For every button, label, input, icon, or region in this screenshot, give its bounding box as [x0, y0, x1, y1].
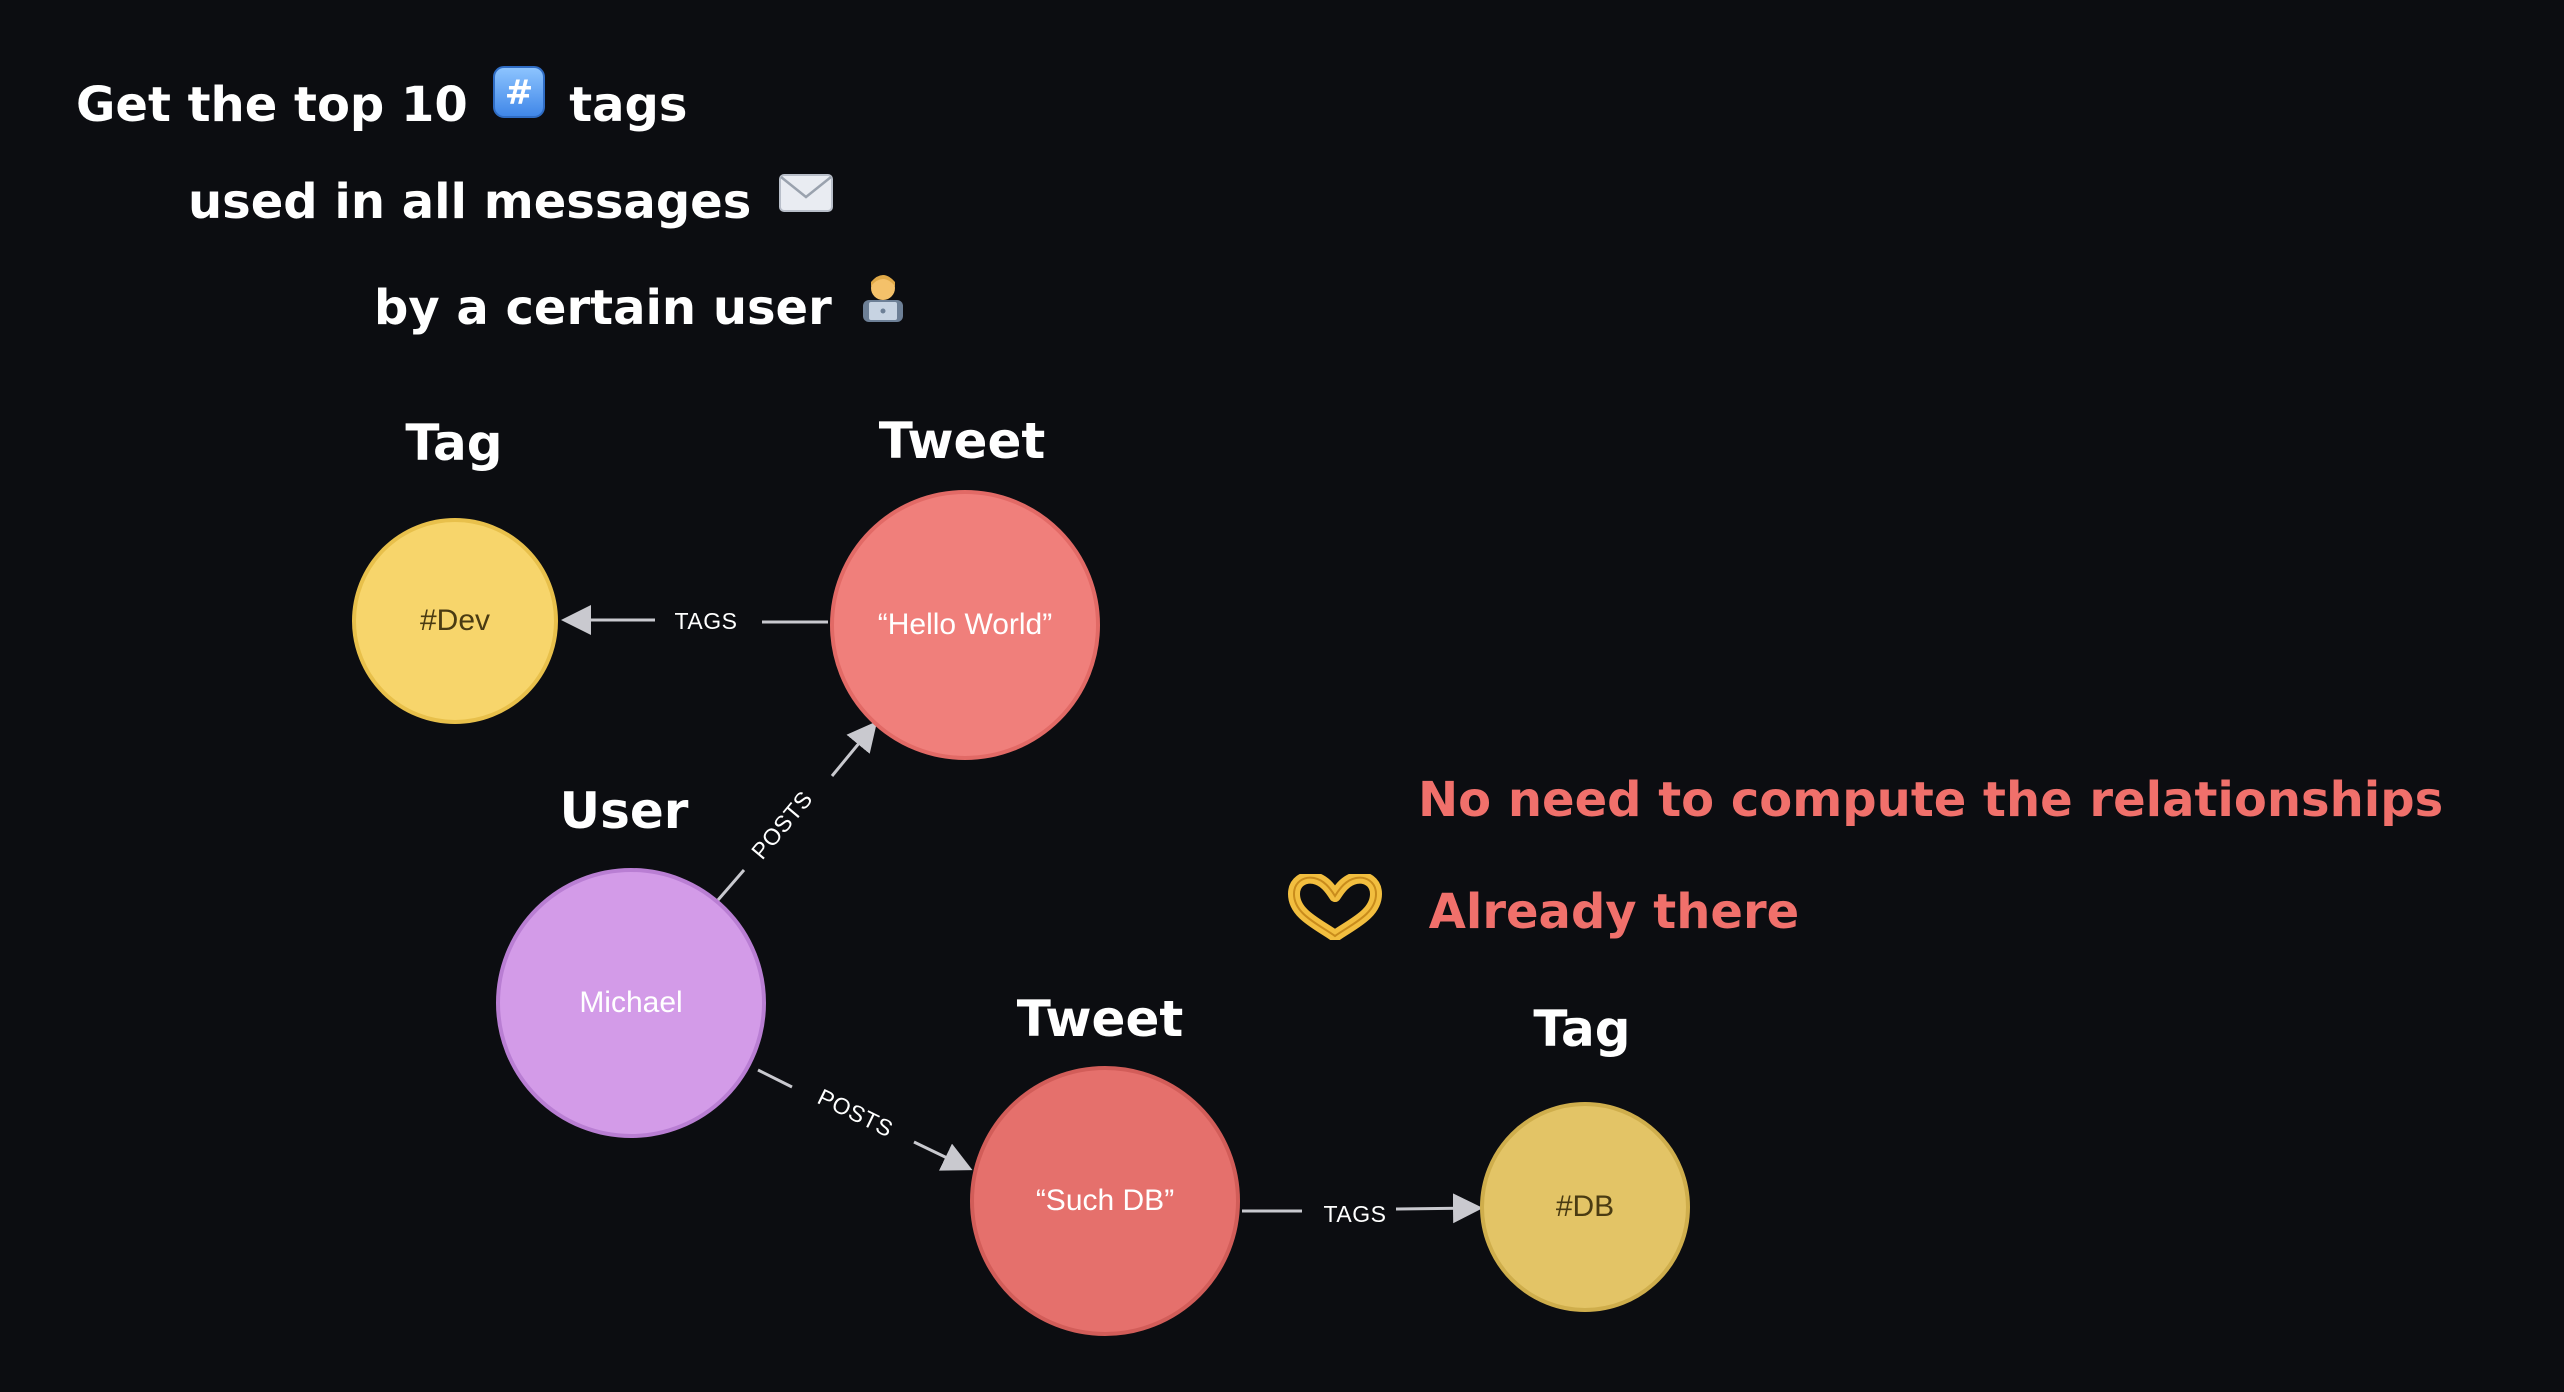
node-title-tweet-suchdb: Tweet — [1016, 990, 1184, 1048]
node-label-tweet-suchdb: “Such DB” — [1035, 1184, 1175, 1217]
node-title-tag-db: Tag — [1533, 1000, 1631, 1058]
edge-label-tags-1: TAGS — [675, 608, 738, 634]
note-line-2-text: Already there — [1428, 884, 1800, 940]
node-tweet-hello[interactable]: “Hello World” — [830, 490, 1100, 760]
node-title-user: User — [559, 782, 689, 840]
query-line-1-text: Get the top 10 — [76, 77, 468, 133]
node-title-tweet-hello: Tweet — [878, 412, 1046, 470]
note-line-1: No need to compute the relationships — [1418, 772, 2444, 828]
node-label-tag-db: #DB — [1555, 1190, 1615, 1223]
node-tag-dev[interactable]: #Dev — [352, 518, 558, 724]
query-line-3: by a certain user — [374, 275, 907, 342]
node-title-tag-dev: Tag — [405, 414, 503, 472]
node-label-tweet-hello: “Hello World” — [877, 608, 1053, 641]
edge-posts-hello: POSTS — [716, 721, 878, 901]
edge-label-posts-1: POSTS — [746, 786, 818, 864]
edge-posts-suchdb: POSTS — [757, 1068, 973, 1171]
edge-label-posts-2: POSTS — [814, 1083, 898, 1142]
envelope-icon — [778, 173, 834, 221]
node-label-user-michael: Michael — [579, 986, 683, 1019]
hashtag-keycap-icon: # — [491, 64, 547, 128]
svg-text:#: # — [504, 73, 533, 113]
query-line-2-text: used in all messages — [188, 174, 752, 230]
query-line-3-text: by a certain user — [374, 280, 832, 336]
node-user-michael[interactable]: Michael — [496, 868, 766, 1138]
edge-tags-db: TAGS — [1242, 1193, 1483, 1227]
node-tweet-suchdb[interactable]: “Such DB” — [970, 1066, 1240, 1336]
query-line-1-suffix: tags — [569, 77, 688, 133]
query-line-1: Get the top 10 # tags — [76, 66, 688, 140]
technologist-icon — [859, 272, 907, 334]
heart-hands-icon — [1288, 871, 1382, 948]
edge-label-tags-2: TAGS — [1324, 1201, 1387, 1227]
note-line-2: Already there — [1288, 871, 1800, 952]
node-label-tag-dev: #Dev — [419, 604, 491, 637]
query-line-2: used in all messages — [188, 174, 834, 229]
node-tag-db[interactable]: #DB — [1480, 1102, 1690, 1312]
edge-tags-dev: TAGS — [561, 605, 828, 635]
